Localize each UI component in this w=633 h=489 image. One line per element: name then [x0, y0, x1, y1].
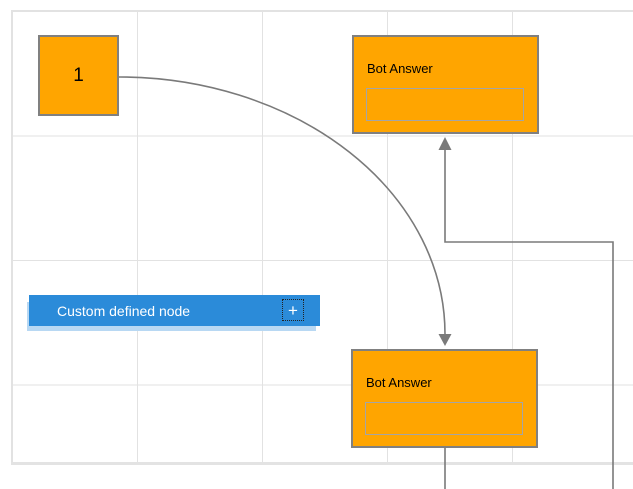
- arrowhead-up-icon: [438, 137, 452, 150]
- connector-elbow[interactable]: [444, 150, 614, 489]
- connector-curved[interactable]: [118, 76, 446, 335]
- number-node-label: 1: [73, 64, 84, 86]
- bot-answer-node-bottom[interactable]: Bot Answer: [351, 349, 538, 448]
- bot-answer-node-top[interactable]: Bot Answer: [352, 35, 539, 134]
- arrowhead-down-icon: [438, 334, 452, 346]
- number-node[interactable]: 1: [38, 35, 119, 116]
- bot-answer-textbox[interactable]: [365, 402, 523, 435]
- add-node-button[interactable]: +: [282, 299, 304, 321]
- custom-defined-node[interactable]: Custom defined node +: [29, 295, 320, 326]
- bot-answer-title: Bot Answer: [367, 61, 433, 76]
- bot-answer-textbox[interactable]: [366, 88, 524, 121]
- custom-node-label: Custom defined node: [57, 302, 191, 319]
- canvas-bottom-edge: [11, 462, 633, 465]
- bot-answer-title: Bot Answer: [366, 375, 432, 390]
